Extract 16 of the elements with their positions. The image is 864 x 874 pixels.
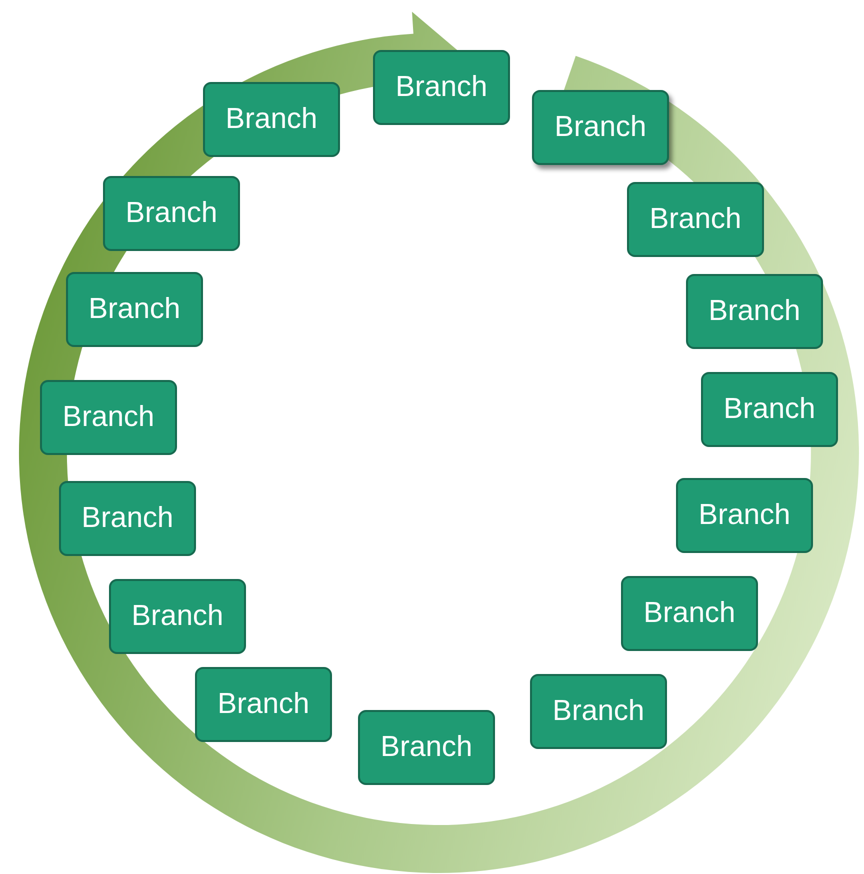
- branch-box: Branch: [686, 274, 823, 349]
- branch-box: Branch: [621, 576, 758, 651]
- branch-box: Branch: [532, 90, 669, 165]
- branch-box: Branch: [373, 50, 510, 125]
- branch-box: Branch: [40, 380, 177, 455]
- branch-box: Branch: [701, 372, 838, 447]
- branch-box: Branch: [103, 176, 240, 251]
- branch-box: Branch: [59, 481, 196, 556]
- branch-box: Branch: [66, 272, 203, 347]
- branch-box: Branch: [358, 710, 495, 785]
- branch-box: Branch: [530, 674, 667, 749]
- branch-box: Branch: [627, 182, 764, 257]
- branch-box: Branch: [195, 667, 332, 742]
- branch-box: Branch: [676, 478, 813, 553]
- branch-box: Branch: [109, 579, 246, 654]
- branch-box: Branch: [203, 82, 340, 157]
